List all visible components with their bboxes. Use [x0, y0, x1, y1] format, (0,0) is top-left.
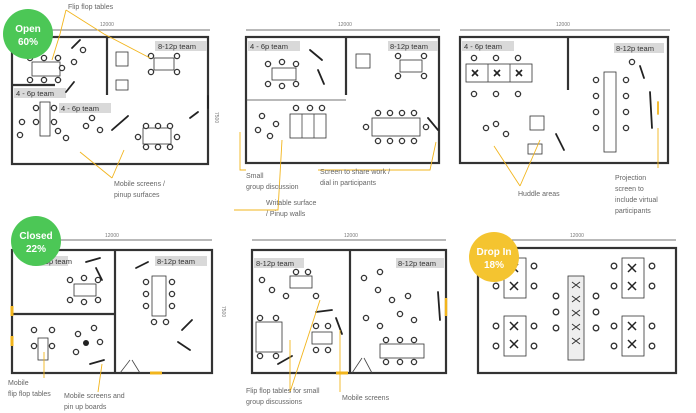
annotation-writable: Writable surface: [266, 200, 317, 207]
badge-closed: Closed 22%: [11, 216, 61, 266]
annotations: Flip flop tables Mobile screens / pinup …: [8, 4, 658, 411]
badge-dropin: Drop In 18%: [469, 232, 519, 282]
team-label: 4 - 6p team: [464, 42, 502, 51]
annotation-projection: screen to: [615, 186, 644, 193]
annotation-small-group: group discussion: [246, 184, 299, 191]
height-dimension: 7500: [213, 112, 219, 123]
badge-open-name: Open: [15, 24, 41, 35]
team-label: 8-12p team: [157, 257, 195, 266]
annotation-flip-flop-tables: Flip flop tables: [68, 4, 114, 11]
team-label: 8-12p team: [616, 44, 654, 53]
annotation-flip-small: Flip flop tables for small: [246, 388, 320, 395]
team-tag: [59, 103, 111, 113]
team-label: 4 - 6p team: [250, 42, 288, 51]
team-tag: [396, 258, 444, 268]
annotation-writable: / Pinup walls: [266, 211, 306, 218]
badge-closed-name: Closed: [19, 231, 52, 242]
plan-open-b: 12000 4 - 6p team 8-12p team: [244, 22, 441, 165]
plan-mixed: 12000 8-12p team 8-12p team: [250, 233, 448, 375]
badge-dropin-name: Drop In: [477, 247, 512, 258]
annotation-mobile-screens-5: Mobile screens: [342, 395, 390, 402]
annotation-mobile-screens: pinup surfaces: [114, 192, 160, 199]
team-label: 8-12p team: [398, 259, 436, 268]
annotation-huddle: Huddle areas: [518, 191, 560, 198]
team-tag: [155, 41, 207, 51]
team-label: 8-12p team: [158, 42, 196, 51]
annotation-mobile-flip: Mobile: [8, 380, 29, 387]
badge-dropin-pct: 18%: [484, 260, 504, 271]
width-dimension: 12000: [556, 22, 570, 28]
annotation-flip-small: group discussions: [246, 399, 303, 406]
team-tag: [254, 258, 304, 268]
width-dimension: 12000: [570, 233, 584, 239]
annotation-small-group: Small: [246, 173, 264, 180]
width-dimension: 12000: [105, 233, 119, 239]
badge-closed-pct: 22%: [26, 244, 46, 255]
width-dimension: 12000: [338, 22, 352, 28]
team-tag: [155, 256, 207, 266]
team-tag: [388, 41, 438, 51]
annotation-screen-share: dial in participants: [320, 180, 377, 187]
team-tag: [248, 41, 300, 51]
annotation-mobile-pin: pin up boards: [64, 404, 107, 411]
team-label: 4 - 6p team: [61, 104, 99, 113]
team-tag: [462, 41, 514, 51]
height-dimension: 7500: [220, 306, 226, 317]
annotation-projection: participants: [615, 208, 651, 215]
team-tag: [14, 88, 66, 98]
badge-open-pct: 60%: [18, 37, 38, 48]
annotation-screen-share: Screen to share work /: [320, 169, 390, 176]
annotation-projection: Projection: [615, 175, 646, 182]
plan-open-c: 12000 4 - 6p team 8-12p team: [458, 22, 670, 165]
annotation-mobile-flip: flip flop tables: [8, 391, 51, 398]
team-label: 4 - 6p team: [16, 89, 54, 98]
annotation-projection: include virtual: [615, 197, 658, 204]
team-label: 8-12p team: [256, 259, 294, 268]
team-label: 4 - 6p team: [34, 257, 72, 266]
team-tag: [614, 43, 664, 53]
annotation-mobile-pin: Mobile screens and: [64, 393, 125, 400]
annotation-mobile-screens: Mobile screens /: [114, 181, 165, 188]
width-dimension: 12000: [100, 22, 114, 28]
team-label: 8-12p team: [390, 42, 428, 51]
plan-dropin: 12000: [476, 233, 678, 375]
annotation-leaders: [43, 9, 659, 393]
width-dimension: 12000: [344, 233, 358, 239]
badge-open: Open 60%: [3, 9, 53, 59]
